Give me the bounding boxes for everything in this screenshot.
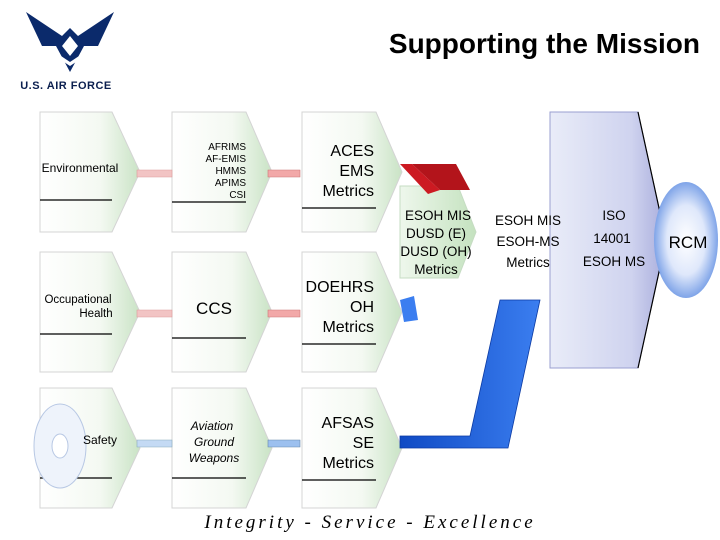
- rcm-label: RCM: [669, 233, 708, 252]
- systems-safety: Aviation Ground Weapons: [189, 419, 239, 465]
- dusd-line: ESOH MIS: [405, 208, 471, 223]
- row-label-occupational-health: Occupational: [44, 294, 111, 306]
- system-item: Weapons: [189, 451, 239, 465]
- dusd-block: ESOH MIS DUSD (E) DUSD (OH) Metrics: [400, 208, 471, 277]
- esoh-line: ESOH-MS: [496, 234, 559, 249]
- metric-line: Metrics: [322, 455, 374, 472]
- iso-block: ISO 14001 ESOH MS: [583, 208, 645, 269]
- esoh-mis-block: ESOH MIS ESOH-MS Metrics: [495, 213, 561, 270]
- metrics-occupational-health: DOEHRS OH Metrics: [306, 279, 374, 336]
- systems-environmental: AFRIMS AF-EMIS HMMS APIMS CSI: [205, 142, 246, 201]
- metric-line: ACES: [330, 143, 374, 160]
- system-item: CCS: [196, 299, 232, 318]
- system-item: Ground: [194, 435, 234, 449]
- blue-link-small: [400, 296, 418, 322]
- metrics-chevrons: [301, 111, 403, 509]
- metric-line: OH: [350, 299, 374, 316]
- blue-link-large: [399, 299, 541, 449]
- row-label-safety: Safety: [83, 433, 117, 447]
- system-item: AFRIMS: [208, 142, 246, 153]
- page-title: Supporting the Mission: [388, 28, 700, 59]
- metric-line: Metrics: [322, 319, 374, 336]
- label-chevrons: [39, 111, 141, 509]
- metric-line: AFSAS: [322, 415, 374, 432]
- metric-line: EMS: [339, 163, 374, 180]
- decorative-disc-icon: [33, 403, 87, 489]
- row-label-environmental: Environmental: [42, 161, 119, 175]
- dusd-line: DUSD (OH): [400, 244, 471, 259]
- system-item: HMMS: [215, 166, 246, 177]
- rcm-oval: [654, 182, 718, 298]
- metrics-environmental: ACES EMS Metrics: [322, 143, 374, 200]
- system-item: APIMS: [215, 178, 246, 189]
- esoh-mis-arrow: [399, 185, 477, 279]
- metric-line: SE: [353, 435, 374, 452]
- iso-line: ESOH MS: [583, 254, 645, 269]
- metrics-safety: AFSAS SE Metrics: [322, 415, 374, 472]
- red-link: [400, 164, 440, 194]
- esoh-line: ESOH MIS: [495, 213, 561, 228]
- system-chevrons: [171, 111, 273, 509]
- air-force-logo: [26, 12, 114, 72]
- system-item: AF-EMIS: [205, 154, 246, 165]
- row-label-occupational-health-2: Health: [79, 308, 112, 320]
- dusd-line: DUSD (E): [406, 226, 466, 241]
- connectors: [136, 169, 301, 448]
- footer-motto: Integrity - Service - Excellence: [204, 512, 536, 533]
- metric-line: Metrics: [322, 183, 374, 200]
- dusd-line: Metrics: [414, 262, 458, 277]
- esoh-ms-chevron: [549, 111, 667, 369]
- iso-line: ISO: [602, 208, 625, 223]
- iso-line: 14001: [593, 231, 631, 246]
- metric-line: DOEHRS: [306, 279, 374, 296]
- esoh-line: Metrics: [506, 255, 550, 270]
- system-item: CSI: [229, 190, 246, 201]
- system-item: Aviation: [190, 419, 234, 433]
- logo-caption: U.S. AIR FORCE: [20, 80, 112, 92]
